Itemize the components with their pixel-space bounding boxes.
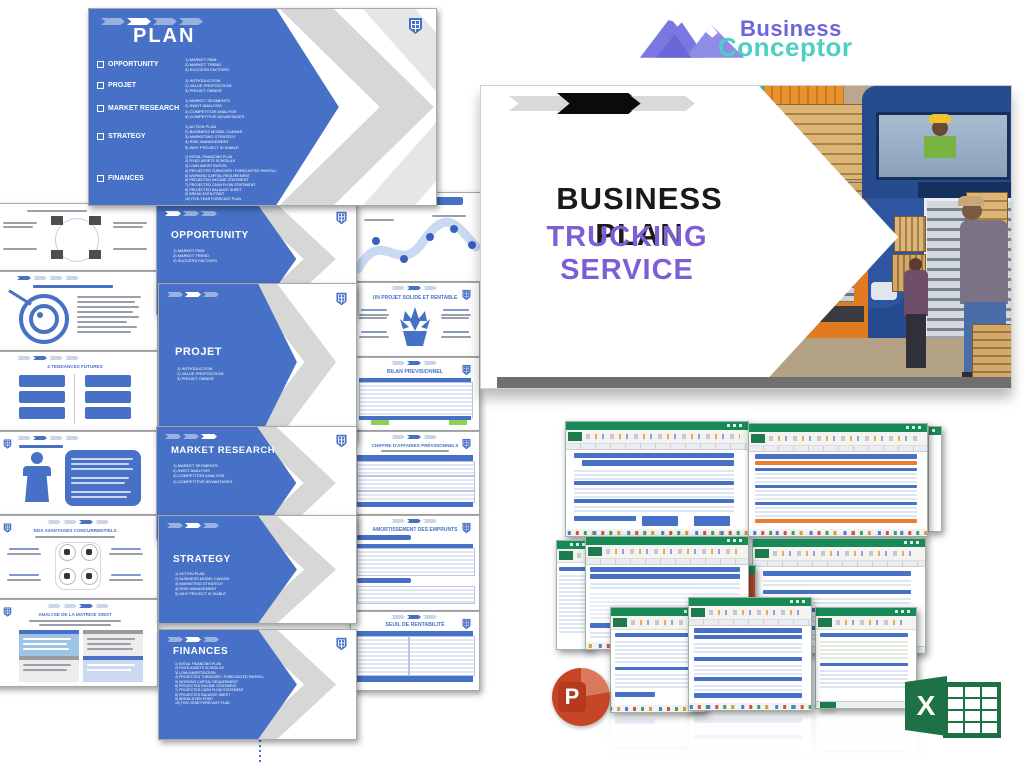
spreadsheet-window	[928, 426, 942, 532]
shield-icon	[462, 522, 471, 534]
shield-icon	[462, 364, 471, 376]
divider-title: STRATEGY	[173, 554, 231, 565]
powerpoint-icon: P	[552, 668, 610, 726]
spreadsheet-window	[565, 421, 749, 537]
toc-title: PLAN	[133, 25, 196, 47]
shield-icon	[462, 618, 471, 630]
progress-chevrons	[165, 211, 217, 216]
brand-name-line2: Conceptor	[718, 32, 853, 62]
shield-icon	[336, 211, 347, 225]
progress-chevrons	[167, 637, 219, 642]
cover-chevron-black	[557, 93, 641, 114]
shield-icon	[3, 523, 12, 533]
roadmap-slide	[353, 192, 482, 282]
cover-chevron-gray-1	[509, 96, 573, 111]
bilan-previsionnel-slide: BILAN PREVISIONNEL	[350, 357, 480, 431]
left-slide-tendances: 4 TENDANCES FUTURES	[0, 351, 158, 431]
progress-chevrons	[101, 18, 203, 25]
excel-screenshot-cluster	[548, 410, 1024, 713]
left-slide-swot: ANALYSE DE LA MATRICE SWOT	[0, 599, 158, 687]
divider-title: MARKET RESEARCH	[171, 445, 276, 456]
cover-slide: BUSINESS PLAN TRUCKING SERVICE	[480, 85, 1012, 389]
projet-solide-slide: UN PROJET SOLIDE ET RENTABLE	[350, 282, 480, 357]
plant-icon	[400, 307, 430, 346]
shield-icon	[3, 607, 12, 617]
roadmap-graphic	[354, 217, 481, 274]
divider-title: OPPORTUNITY	[171, 230, 249, 241]
cover-chevron-gray-2	[631, 96, 695, 111]
shield-icon	[336, 637, 347, 651]
excel-icon: X	[905, 674, 1001, 740]
toc-section-label: MARKET RESEARCH	[108, 105, 180, 112]
chiffre-affaires-slide: CHIFFRE D'AFFAIRES PRÉVISIONNELS	[350, 431, 480, 515]
spreadsheet-window	[815, 607, 917, 709]
shield-icon	[409, 18, 422, 34]
left-slide-target	[0, 271, 158, 351]
progress-chevrons	[165, 434, 217, 439]
seuil-rentabilite-slide: SEUIL DE RENTABILITÉ	[350, 611, 480, 691]
cover-title: BUSINESS PLAN	[556, 181, 723, 252]
spreadsheet-window	[748, 423, 928, 537]
toc-section-label: OPPORTUNITY	[108, 61, 159, 69]
cover-subtitle: TRUCKING SERVICE	[546, 221, 708, 286]
spreadsheet-window	[688, 597, 812, 711]
shield-icon	[462, 289, 471, 301]
connector-dots	[259, 740, 261, 765]
mountain-logo-icon	[639, 11, 745, 58]
divider-title: PROJET	[175, 346, 223, 358]
toc-section-label: STRATEGY	[108, 133, 146, 141]
shield-icon	[336, 434, 347, 448]
shield-icon	[3, 439, 12, 449]
man-with-cap	[962, 202, 982, 220]
small-person	[909, 258, 922, 271]
shield-icon	[462, 438, 471, 450]
brand-name-line1: Business	[740, 16, 842, 41]
driver	[932, 120, 948, 136]
target-icon	[19, 294, 69, 344]
amortissement-slide: AMORTISSEMENT DES EMPRUNTS	[350, 515, 480, 611]
brand-logo: Business Conceptor	[638, 4, 870, 66]
progress-chevrons	[167, 523, 219, 528]
left-slide-avantages: NOS AVANTAGES CONCURRENTIELS	[0, 515, 158, 599]
left-slide-diagram	[0, 203, 158, 271]
left-slide-presentation	[0, 431, 158, 515]
progress-chevrons	[167, 292, 219, 297]
toc-section-label: FINANCES	[108, 174, 144, 182]
divider-title: FINANCES	[173, 646, 229, 657]
cover-bottom-strip	[496, 377, 1011, 388]
shield-icon	[336, 292, 347, 306]
speech-bubble	[65, 450, 141, 506]
toc-section-label: PROJET	[108, 81, 137, 89]
